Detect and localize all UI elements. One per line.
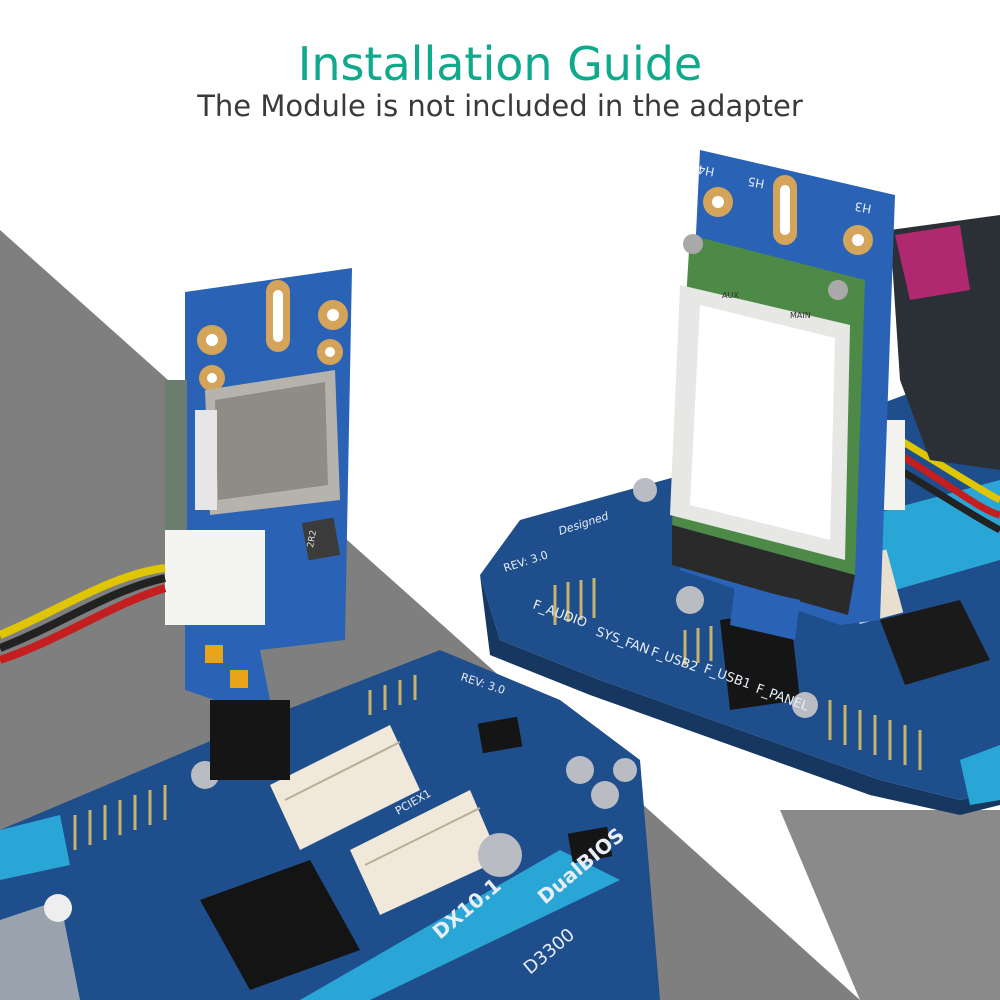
module-main-label: MAIN — [790, 311, 811, 320]
module-aux-label: AUX — [722, 291, 739, 300]
h3-label: H3 — [854, 199, 873, 216]
right-adapter: H4 H5 H3 AUX MAIN — [670, 150, 895, 640]
h4-label: H4 — [697, 162, 716, 179]
page-title: Installation Guide — [297, 37, 703, 91]
right-chip — [880, 600, 990, 685]
power-connector — [165, 530, 265, 625]
header: Installation Guide The Module is not inc… — [0, 0, 1000, 140]
inductor-chip — [301, 517, 341, 561]
left-motherboard: REV: 3.0 PCIEX1 DX10.1 DualBIOS D3300 — [0, 650, 660, 1000]
inductor-label: 2R2 — [306, 529, 319, 548]
left-pcie-x1-slot-a — [270, 725, 420, 850]
left-sata-port — [0, 815, 70, 880]
left-usb-header — [210, 700, 290, 780]
h5-label: H5 — [747, 174, 766, 191]
left-pcie-x1-slot-b — [350, 790, 500, 915]
left-pcie-x16-slot — [300, 850, 620, 1000]
page-subtitle: The Module is not included in the adapte… — [197, 89, 803, 123]
gray-backdrop-right — [780, 810, 1000, 1000]
left-io-chip — [200, 860, 360, 990]
left-adapter: 2R2 — [0, 268, 352, 780]
